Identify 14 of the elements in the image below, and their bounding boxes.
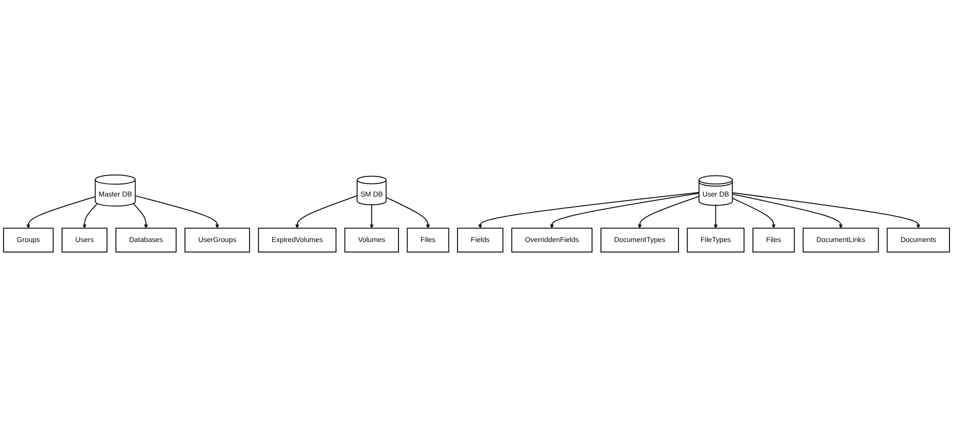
arrow (732, 192, 920, 228)
arrow (638, 196, 700, 228)
arrow (26, 196, 96, 228)
arrow (714, 204, 718, 228)
arrow (732, 198, 776, 228)
arrow (732, 194, 843, 228)
arrow (370, 204, 374, 228)
arrow (478, 192, 700, 228)
arrow (295, 195, 358, 228)
arrow (550, 192, 700, 228)
arrow (134, 195, 220, 228)
arrow (82, 203, 98, 228)
arrow (386, 196, 430, 228)
arrow (132, 203, 148, 228)
